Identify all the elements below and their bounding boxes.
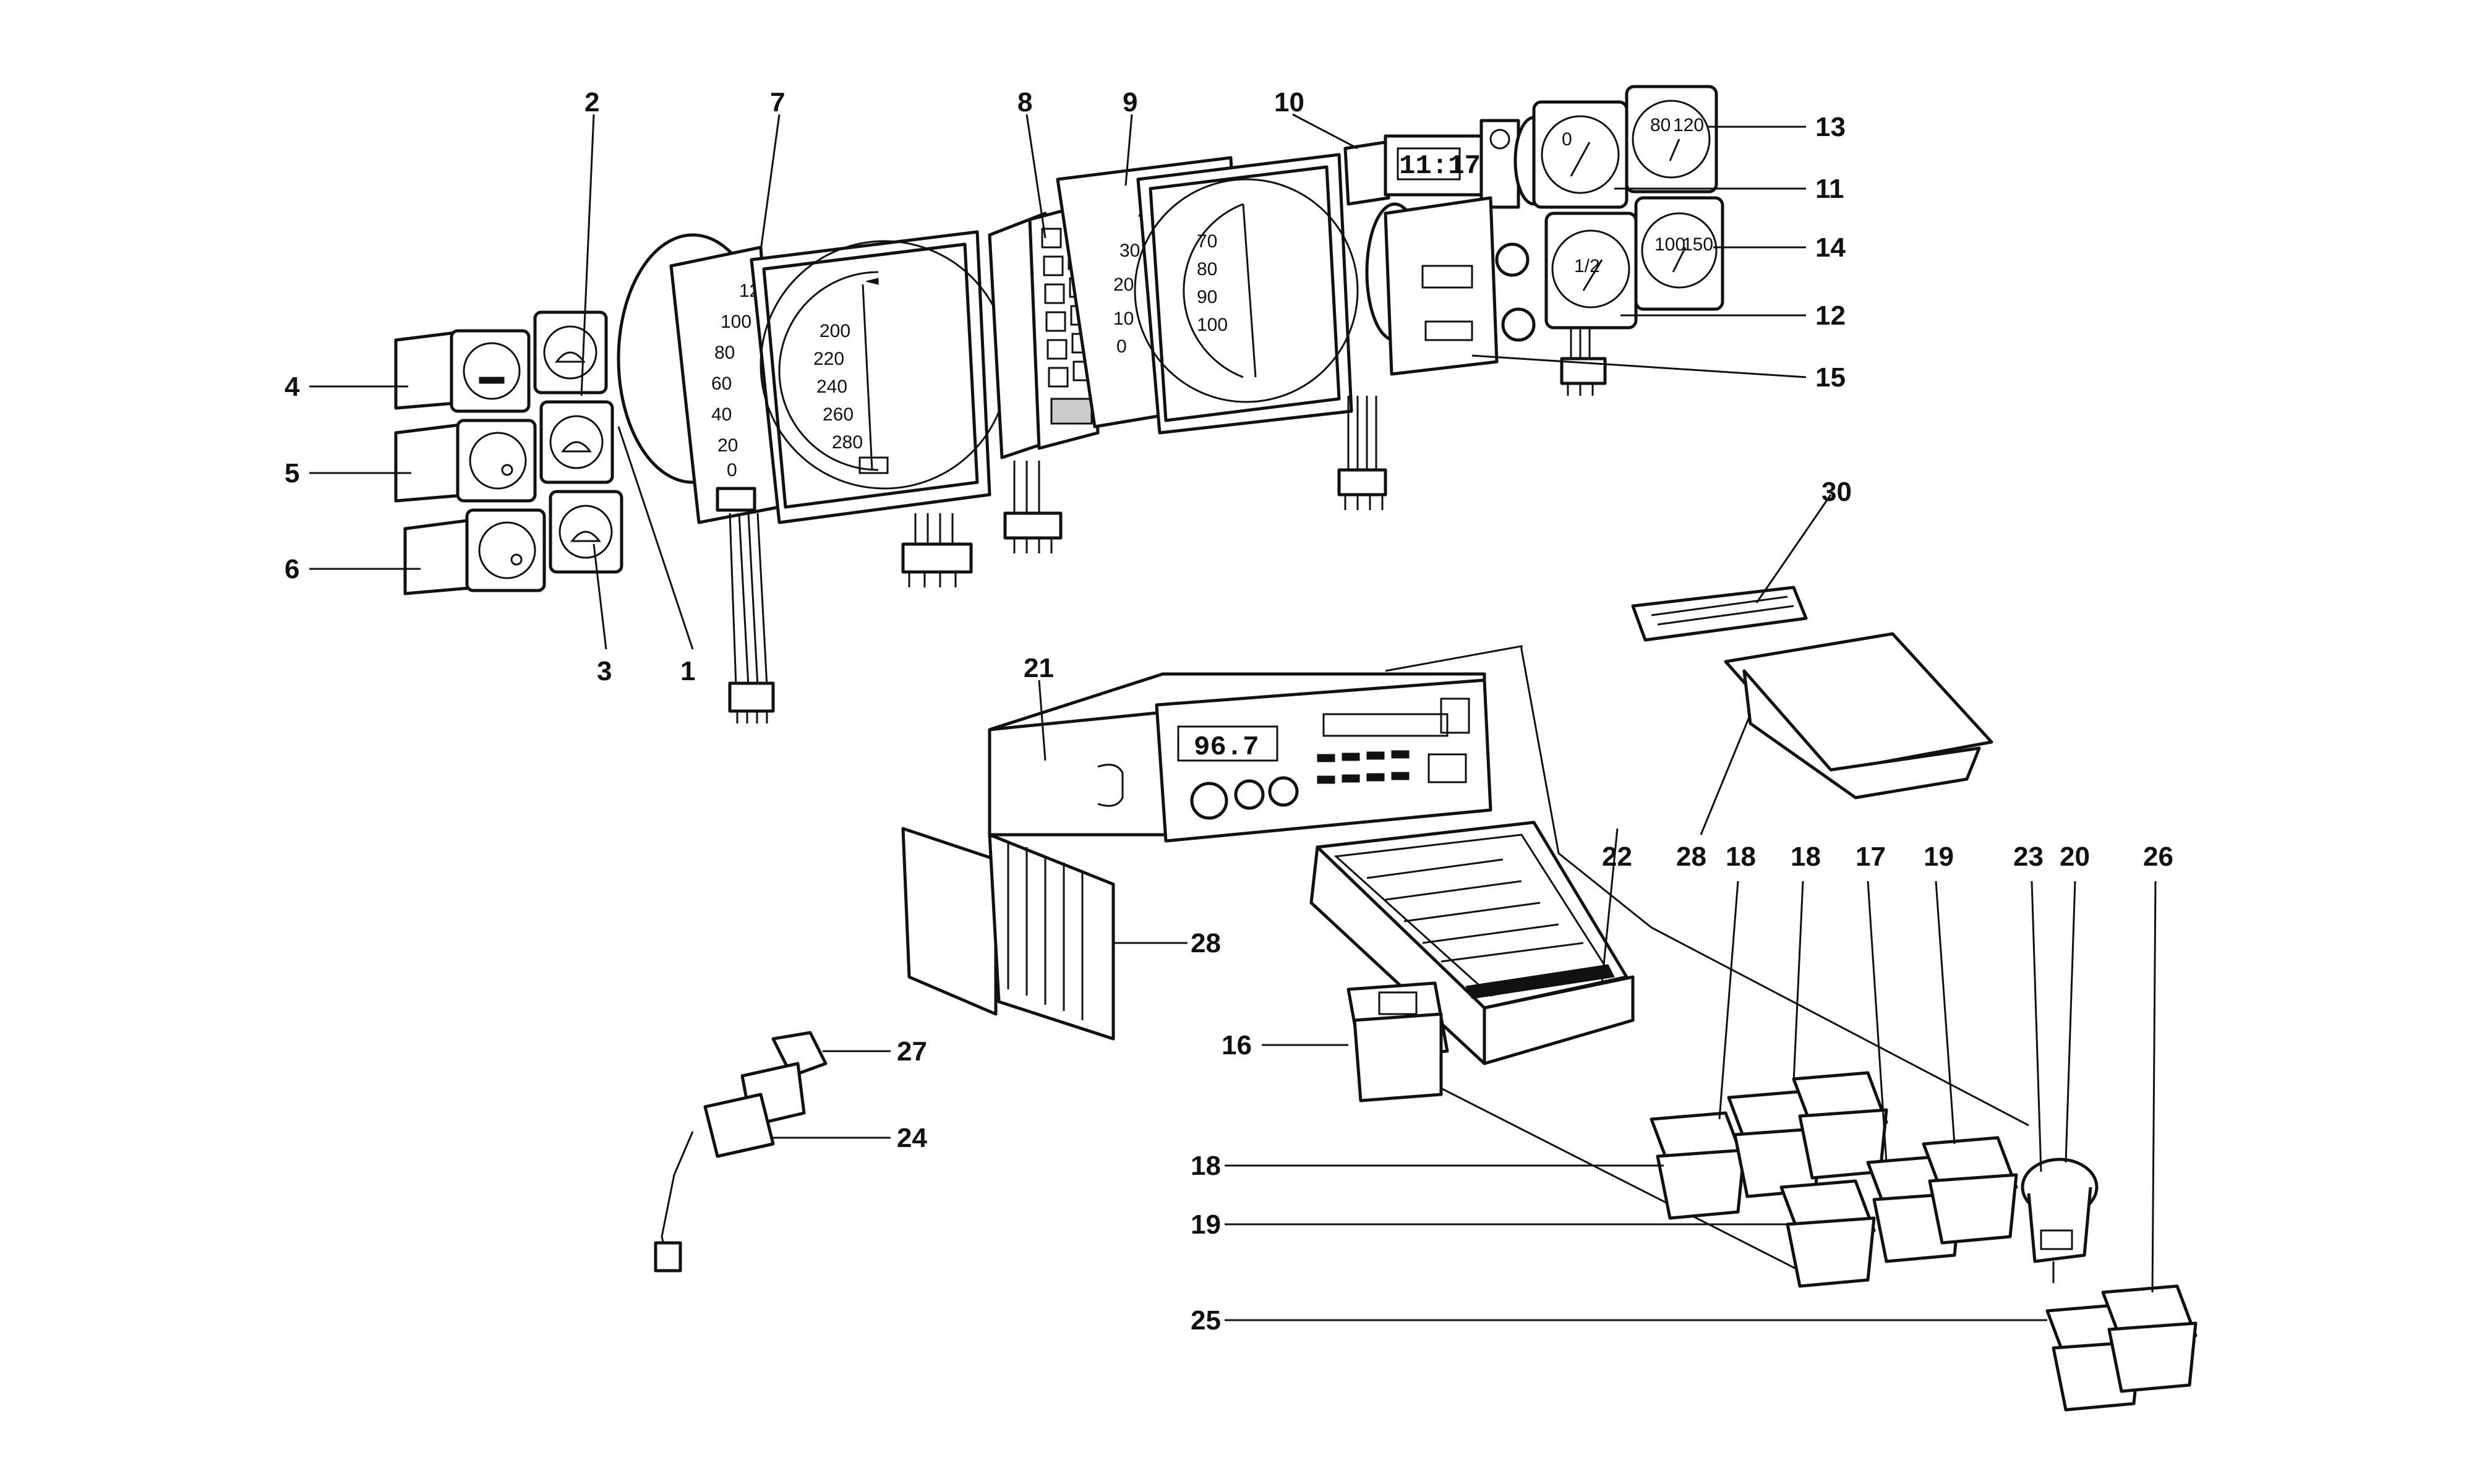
callout-18-a: 18 xyxy=(1726,842,1756,872)
gauge-13: 80 120 xyxy=(1625,85,1718,194)
auxiliary-gauges: 0 80 120 1/2 100 150 xyxy=(1513,85,1724,396)
svg-text:80: 80 xyxy=(1650,115,1671,135)
indicator-lamp-3 xyxy=(549,490,623,574)
callout-14: 14 xyxy=(1815,232,1846,263)
svg-text:240: 240 xyxy=(816,377,847,397)
callout-19-b: 19 xyxy=(1191,1209,1221,1240)
callout-10: 10 xyxy=(1274,87,1304,117)
speedometer-assembly: 120 100 80 60 40 20 0 200 220 240 260 28… xyxy=(617,230,1009,723)
callout-16: 16 xyxy=(1222,1030,1252,1060)
gauge-11: 0 xyxy=(1532,100,1629,209)
svg-text:220: 220 xyxy=(813,349,844,369)
callout-6: 6 xyxy=(285,554,299,584)
svg-text:90: 90 xyxy=(1197,287,1217,307)
svg-text:1/2: 1/2 xyxy=(1574,256,1600,276)
svg-text:30: 30 xyxy=(1119,241,1140,261)
svg-text:70: 70 xyxy=(1197,231,1217,252)
callout-1: 1 xyxy=(680,656,695,686)
svg-text:40: 40 xyxy=(711,404,732,425)
svg-text:200: 200 xyxy=(820,321,850,341)
svg-text:150: 150 xyxy=(1682,234,1713,255)
callout-labels: 2 7 8 9 10 13 11 14 12 15 4 5 6 3 1 30 2… xyxy=(285,87,2173,1336)
svg-text:96.7: 96.7 xyxy=(1194,732,1259,763)
callout-9: 9 xyxy=(1123,87,1137,117)
switch-16-leader xyxy=(1440,1087,1807,1275)
warning-light-panel xyxy=(394,310,623,595)
svg-text:0: 0 xyxy=(1116,336,1127,357)
callout-26: 26 xyxy=(2143,842,2173,872)
switch-16 xyxy=(1346,981,1449,1102)
svg-text:120: 120 xyxy=(1673,115,1704,135)
callout-18-b: 18 xyxy=(1791,842,1821,872)
switch-tray xyxy=(1309,821,1635,1065)
callout-12: 12 xyxy=(1815,301,1846,331)
callout-15: 15 xyxy=(1815,362,1846,393)
leader-lines xyxy=(309,113,2157,1321)
callout-18-c: 18 xyxy=(1191,1151,1221,1181)
svg-text:100: 100 xyxy=(1197,315,1228,335)
svg-text:80: 80 xyxy=(1197,259,1217,279)
speedometer-front-scale: 200 220 240 260 280 xyxy=(813,321,863,453)
callout-3: 3 xyxy=(597,656,612,686)
callout-13: 13 xyxy=(1815,112,1846,142)
cigar-lighter xyxy=(654,1031,828,1273)
callout-4: 4 xyxy=(285,372,300,402)
power-socket xyxy=(2021,1158,2099,1283)
indicator-lamp-1 xyxy=(539,400,614,484)
svg-text:0: 0 xyxy=(727,460,737,480)
callout-17: 17 xyxy=(1856,842,1886,872)
callout-22: 22 xyxy=(1602,842,1632,872)
callout-29: 28 xyxy=(1676,842,1706,872)
callout-25: 25 xyxy=(1191,1305,1221,1336)
svg-text:100: 100 xyxy=(721,312,751,332)
callout-24: 24 xyxy=(897,1123,927,1153)
callout-28: 28 xyxy=(1191,928,1221,958)
svg-text:0: 0 xyxy=(1562,129,1572,150)
rocker-switches-25-26 xyxy=(2045,1284,2198,1412)
callout-8: 8 xyxy=(1017,87,1032,117)
svg-text:260: 260 xyxy=(823,404,854,425)
svg-text:280: 280 xyxy=(832,432,863,453)
callout-2: 2 xyxy=(584,87,599,117)
svg-text:10: 10 xyxy=(1113,309,1134,329)
gauge-14: 100 150 xyxy=(1634,196,1724,311)
radio-unit: 96.7 xyxy=(988,672,1492,843)
svg-text:20: 20 xyxy=(1113,275,1134,295)
radio-leader xyxy=(1385,645,2029,1127)
indicator-lamp-2 xyxy=(533,310,608,394)
ashtray-lid xyxy=(1631,586,1808,642)
callout-21: 21 xyxy=(1024,653,1054,683)
gauge-12: 1/2 xyxy=(1544,211,1638,330)
indicator-lamp-6 xyxy=(465,508,546,592)
clock-module: 11:17 xyxy=(1343,119,1520,209)
callout-5: 5 xyxy=(285,458,299,488)
indicator-lamp-5 xyxy=(456,419,537,503)
callout-23: 23 xyxy=(2013,842,2044,872)
rocker-switches xyxy=(1650,1071,2018,1288)
callout-27: 27 xyxy=(897,1036,927,1067)
ashtray-box xyxy=(1724,632,1993,800)
callout-7: 7 xyxy=(770,87,785,117)
callout-20: 20 xyxy=(2060,842,2090,872)
tachometer-front-scale: 70 80 90 100 xyxy=(1197,231,1228,335)
callout-19-a: 19 xyxy=(1924,842,1954,872)
svg-text:11:17: 11:17 xyxy=(1399,151,1481,182)
callout-30: 30 xyxy=(1821,477,1852,507)
tachometer-assembly: 40 30 20 10 0 70 80 90 100 xyxy=(1056,153,1387,510)
callout-11: 11 xyxy=(1815,174,1844,204)
svg-text:100: 100 xyxy=(1654,234,1685,255)
amplifier xyxy=(901,827,1115,1041)
svg-text:60: 60 xyxy=(711,373,732,394)
svg-text:80: 80 xyxy=(714,343,735,363)
indicator-lamp-4 xyxy=(450,329,531,413)
svg-text:20: 20 xyxy=(717,435,738,456)
trip-computer-module xyxy=(1365,196,1536,376)
